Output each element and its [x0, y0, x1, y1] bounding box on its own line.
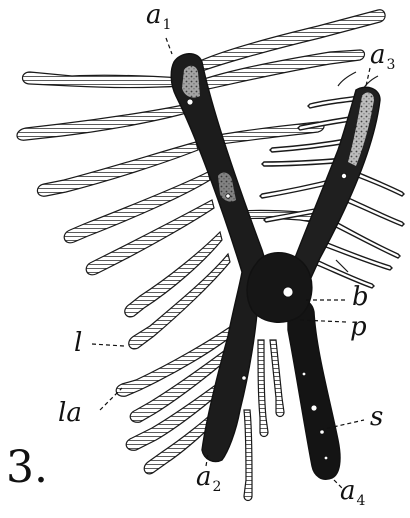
label-la: la: [58, 400, 82, 426]
lamella: [17, 104, 190, 140]
node-b: [247, 253, 312, 323]
label-a3: a3: [370, 42, 395, 68]
label-p: p: [350, 314, 367, 340]
label-b: b: [352, 284, 369, 310]
pore: [341, 173, 346, 178]
stem-a4: [288, 299, 340, 480]
lamella: [342, 196, 404, 226]
label-l: l: [74, 330, 82, 356]
label-s: s: [370, 404, 383, 430]
axial-stems: [171, 54, 380, 480]
pore: [302, 372, 306, 376]
lamella: [258, 340, 268, 437]
label-a1: a1: [146, 2, 171, 28]
label-a4: a4: [340, 478, 365, 504]
pore: [311, 405, 317, 411]
lamella: [244, 410, 252, 501]
pore: [187, 99, 193, 105]
lamella: [23, 72, 183, 88]
pore: [324, 456, 328, 460]
lamella: [338, 72, 356, 86]
leader-l: [92, 344, 124, 346]
lamella: [270, 340, 284, 417]
label-a2: a2: [196, 464, 221, 490]
pore: [226, 194, 230, 198]
stem-a1-a2: [171, 54, 270, 462]
figure-number: 3.: [6, 446, 48, 490]
pore-b: [283, 287, 293, 297]
pore: [242, 376, 246, 380]
leader-a1: [166, 38, 172, 54]
